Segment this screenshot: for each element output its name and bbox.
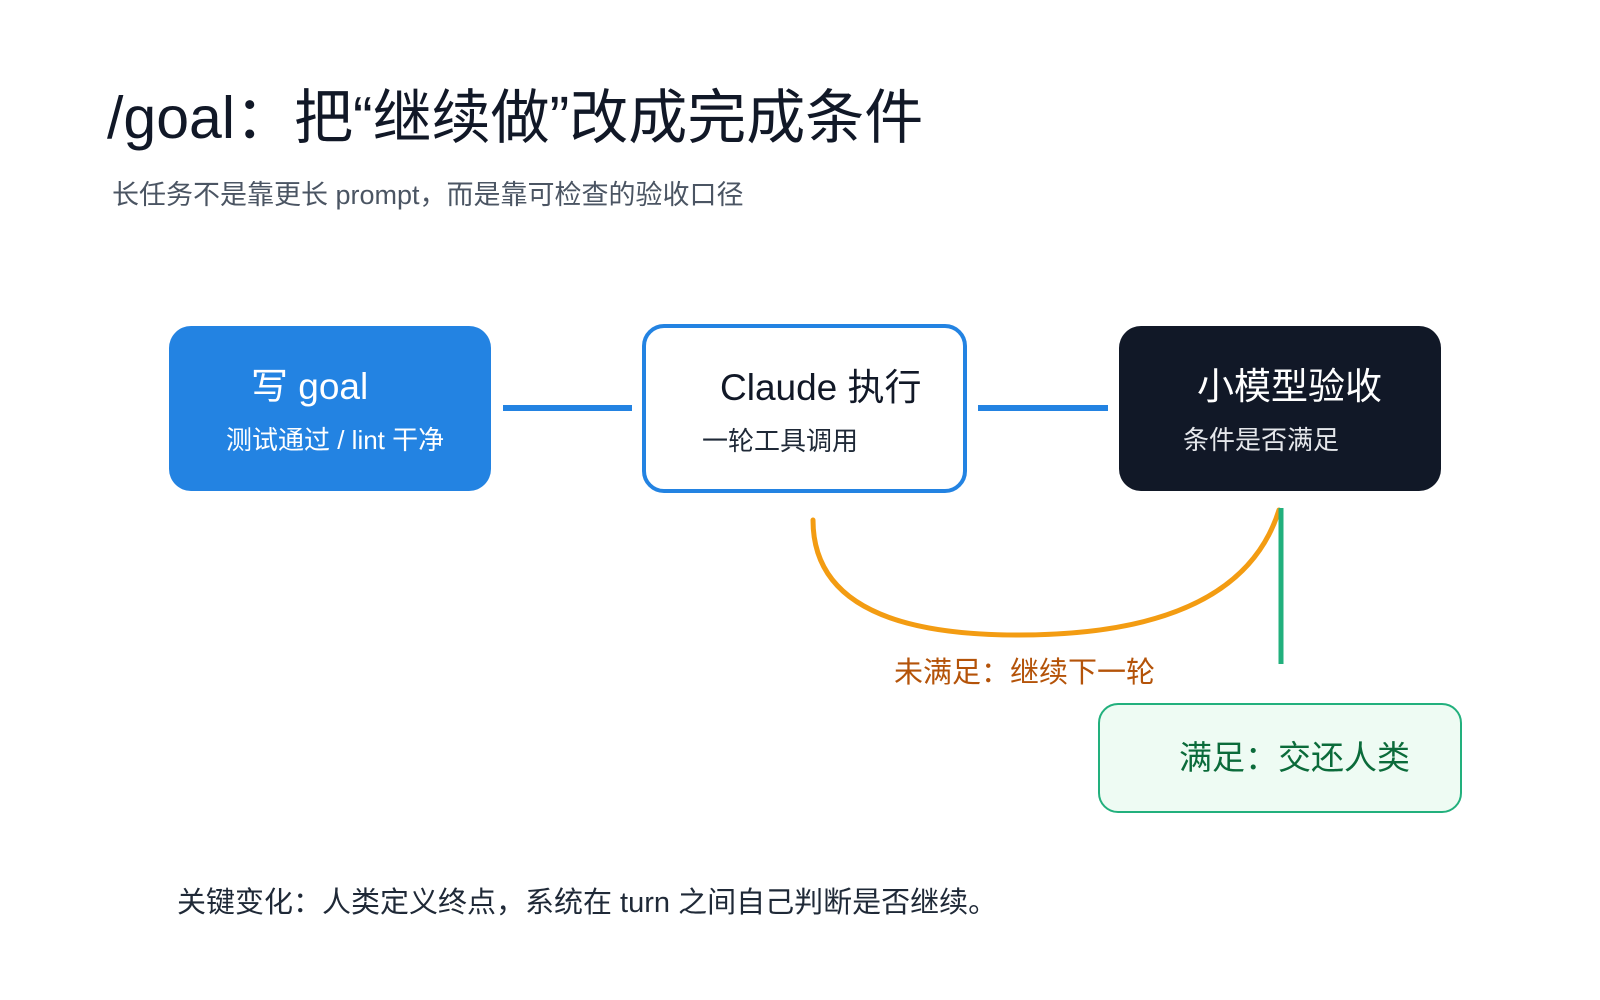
node-write-goal-subtitle: 测试通过 / lint 干净 <box>226 425 445 455</box>
footer-note: 关键变化：人类定义终点，系统在 turn 之间自己判断是否继续。 <box>177 887 998 919</box>
node-small-model-check: 小模型验收 条件是否满足 <box>1119 326 1441 491</box>
node-return-human-title: 满足：交还人类 <box>1179 739 1410 776</box>
node-small-model-check-subtitle: 条件是否满足 <box>1183 425 1340 455</box>
page-subtitle: 长任务不是靠更长 prompt，而是靠可检查的验收口径 <box>112 180 744 210</box>
node-return-human: 满足：交还人类 <box>1098 703 1462 813</box>
node-write-goal: 写 goal 测试通过 / lint 干净 <box>169 326 491 491</box>
loop-back-curve <box>810 507 1282 638</box>
node-claude-exec-title: Claude 执行 <box>720 367 922 408</box>
node-small-model-check-title: 小模型验收 <box>1197 366 1382 407</box>
node-claude-exec: Claude 执行 一轮工具调用 <box>642 324 967 493</box>
node-claude-exec-subtitle: 一轮工具调用 <box>702 426 859 456</box>
loop-label: 未满足：继续下一轮 <box>894 657 1156 689</box>
node-write-goal-title: 写 goal <box>251 366 369 407</box>
page-title: /goal：把“继续做”改成完成条件 <box>107 85 924 151</box>
